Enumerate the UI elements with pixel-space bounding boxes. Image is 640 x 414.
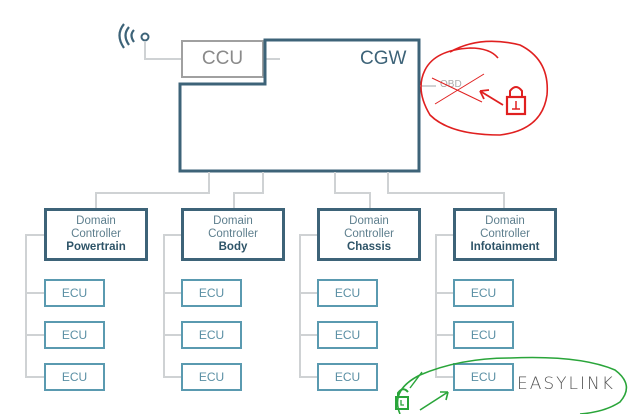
dc-line2: Controller [208,228,258,240]
ecu-label: ECU [334,286,361,300]
ecu-bus-rail [25,234,27,377]
bus-connector [262,172,264,194]
ecu-connector [299,334,317,336]
ccu-box[interactable]: CCU [181,40,264,78]
ecu-box[interactable]: ECU [181,363,242,391]
dc-line2: Controller [344,228,394,240]
ecu-label: ECU [198,286,225,300]
bus-connector [387,192,505,194]
ecu-connector [299,376,317,378]
bus-connector [334,172,336,194]
red-annotation [420,40,549,136]
dc-line1: Domain [76,215,116,227]
ecu-connector [299,292,317,294]
ecu-box[interactable]: ECU [44,363,105,391]
domain-controller-body[interactable]: Domain Controller Body [181,208,285,261]
ecu-connector [435,292,453,294]
ecu-bus-stub [25,234,44,236]
ecu-label: ECU [470,370,497,384]
ecu-bus-rail [299,234,301,377]
bus-connector [369,192,371,208]
ecu-label: ECU [61,370,88,384]
ecu-label: ECU [198,328,225,342]
ecu-connector [163,292,181,294]
ecu-label: ECU [198,370,225,384]
ecu-label: ECU [61,328,88,342]
ecu-label: ECU [61,286,88,300]
ecu-label: ECU [334,370,361,384]
ecu-label: ECU [470,286,497,300]
dc-name: Powertrain [66,241,126,253]
ecu-label: ECU [334,328,361,342]
ecu-box[interactable]: ECU [317,321,378,349]
bus-connector [208,172,210,194]
green-annotation [396,356,628,414]
domain-controller-chassis[interactable]: Domain Controller Chassis [317,208,421,261]
ecu-box[interactable]: ECU [181,321,242,349]
domain-controller-infotainment[interactable]: Domain Controller Infotainment [453,208,557,261]
bus-connector [387,172,389,194]
ecu-box[interactable]: ECU [44,279,105,307]
easylink-label: EASYLINK [517,374,615,394]
ecu-connector [163,334,181,336]
ecu-bus-stub [435,234,453,236]
ecu-bus-stub [299,234,317,236]
cgw-box[interactable] [178,37,423,177]
bus-connector [95,192,210,194]
bus-connector [233,192,264,194]
bus-connector [95,192,97,208]
ecu-box[interactable]: ECU [453,363,514,391]
antenna-to-ccu-connector [144,58,181,60]
dc-line2: Controller [480,228,530,240]
antenna-connector [144,41,146,59]
bus-connector [503,192,505,208]
dc-name: Chassis [346,241,392,253]
domain-controller-powertrain[interactable]: Domain Controller Powertrain [44,208,148,261]
ecu-box[interactable]: ECU [453,279,514,307]
dc-name: Body [218,241,248,253]
cgw-to-obd-connector [420,85,436,87]
dc-name: Infotainment [470,241,540,253]
locked-padlock-icon [505,86,527,116]
cgw-label: CGW [360,48,407,69]
bus-connector [233,192,235,208]
dc-line2: Controller [71,228,121,240]
bus-connector [334,192,371,194]
ecu-bus-stub [163,234,181,236]
ccu-label: CCU [201,48,244,69]
ecu-bus-rail [435,234,437,377]
ccu-to-cgw-connector [264,58,280,60]
ecu-connector [25,376,44,378]
dc-line1: Domain [349,215,389,227]
ecu-connector [163,376,181,378]
ecu-label: ECU [470,328,497,342]
dc-line1: Domain [485,215,525,227]
wifi-antenna-icon [118,23,150,49]
ecu-box[interactable]: ECU [44,321,105,349]
unlocked-padlock-icon [395,388,409,410]
ecu-connector [25,334,44,336]
obd-label: OBD [440,79,462,90]
ecu-box[interactable]: ECU [181,279,242,307]
ecu-bus-rail [163,234,165,377]
ecu-box[interactable]: ECU [317,279,378,307]
dc-line1: Domain [213,215,253,227]
ecu-box[interactable]: ECU [453,321,514,349]
ecu-box[interactable]: ECU [317,363,378,391]
ecu-connector [25,292,44,294]
ecu-connector [435,376,453,378]
ecu-connector [435,334,453,336]
